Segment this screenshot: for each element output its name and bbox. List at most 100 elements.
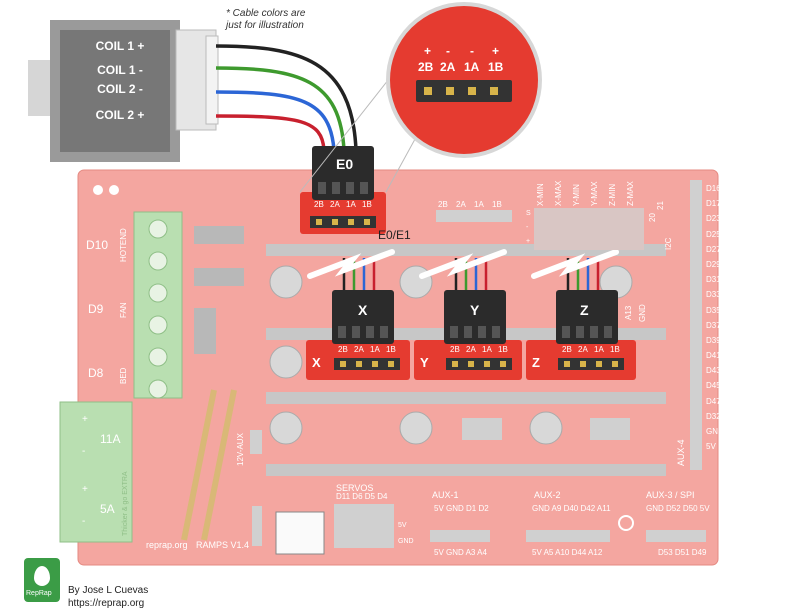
aux2-bottom: 5V A5 A10 D44 A12: [532, 548, 603, 557]
aux4-pin-d32: D32: [706, 411, 721, 421]
cable-note-line1: * Cable colors are: [226, 8, 306, 19]
aux2-top: GND A9 D40 D42 A11: [532, 504, 611, 513]
e0-pin-2a: 2A: [330, 200, 340, 209]
driver-e0-label: E0: [336, 156, 354, 172]
d9-label: D9: [88, 302, 104, 316]
aux3-top: GND D52 D50 5V: [646, 504, 710, 513]
credit-url[interactable]: https://reprap.org: [68, 598, 145, 609]
hotend-label: HOTEND: [119, 228, 128, 262]
aux-12v-label: 12V-AUX: [236, 433, 245, 466]
aux4-pin-5v: 5V: [706, 442, 716, 452]
power-terminal-block: [133, 211, 183, 399]
aux4-pin-d17: D17: [706, 199, 721, 209]
driver-y-label: Y: [470, 302, 480, 318]
aux1-top: 5V GND D1 D2: [434, 504, 489, 513]
aux1-bottom: 5V GND A3 A4: [434, 548, 487, 557]
endstop-x-max: X-MAX: [554, 180, 563, 206]
aux4-pin-d29: D29: [706, 259, 721, 269]
x-pin-1b: 1B: [386, 345, 396, 354]
aux4-pin-d25: D25: [706, 229, 721, 239]
aux2-title: AUX-2: [534, 490, 561, 500]
coil-1-plus: COIL 1 +: [95, 39, 145, 53]
endstop-plus: +: [526, 238, 531, 245]
stepper-motor: [28, 20, 219, 162]
y-pin-1a: 1A: [482, 345, 492, 354]
aux4-pin-d47: D47: [706, 396, 721, 406]
e1-pin-1a: 1A: [474, 200, 484, 209]
servos-title: SERVOS: [336, 483, 374, 493]
input-terminal-block: [59, 401, 133, 543]
coil-2-plus: COIL 2 +: [95, 108, 145, 122]
aux4-pin-d39: D39: [706, 335, 721, 345]
zoom-sign-2: -: [446, 44, 450, 58]
reprap-logo-text: RepRap: [26, 590, 52, 597]
extra-note: Thicker & go EXTRA: [122, 471, 129, 536]
aux4-pin-d23: D23: [706, 214, 721, 224]
y-zone-letter: Y: [420, 355, 429, 370]
amp5-minus: -: [82, 516, 86, 527]
cable-note: * Cable colors are just for illustration: [226, 8, 305, 32]
x-pin-1a: 1A: [370, 345, 380, 354]
aux4-pin-d43: D43: [706, 366, 721, 376]
z-zone-letter: Z: [532, 355, 540, 370]
aux4-pin-d27: D27: [706, 244, 721, 254]
gear-icon: [618, 515, 634, 531]
driver-z-label: Z: [580, 302, 589, 318]
aux4-pin-d35: D35: [706, 305, 721, 315]
fan-label: FAN: [119, 302, 128, 318]
cable-note-line2: just for illustration: [226, 20, 304, 31]
driver-modules: [312, 146, 618, 344]
credit-author: By Jose L Cuevas: [68, 585, 149, 596]
board-version: RAMPS V1.4: [196, 540, 250, 550]
amp11-minus: -: [82, 446, 86, 457]
gnd-small-label: GND: [638, 304, 647, 322]
zoom-sign-4: +: [492, 44, 500, 58]
aux4-pin-d41: D41: [706, 351, 721, 361]
x-pin-2a: 2A: [354, 345, 364, 354]
amp5-label: 5A: [100, 502, 115, 516]
motor-cables: [215, 44, 358, 151]
bed-label: BED: [119, 367, 128, 384]
aux4-pin-d37: D37: [706, 320, 721, 330]
zoom-pin-1a: 1A: [464, 60, 480, 74]
a13-label: A13: [624, 305, 633, 320]
zoom-sign-3: -: [470, 44, 474, 58]
amp11-plus: +: [82, 414, 88, 425]
driver-x-label: X: [358, 302, 368, 318]
aux1-title: AUX-1: [432, 490, 459, 500]
servos-gnd: GND: [398, 538, 414, 545]
z-pin-2a: 2A: [578, 345, 588, 354]
endstop-y-min: Y-MIN: [572, 184, 581, 206]
x-zone-letter: X: [312, 355, 321, 370]
z-pin-1a: 1A: [594, 345, 604, 354]
servos-5v: 5V: [398, 522, 407, 529]
zoom-pin-2b: 2B: [418, 60, 434, 74]
endstop-minus: -: [526, 224, 529, 231]
aux3-title: AUX-3 / SPI: [646, 490, 695, 500]
z-pin-1b: 1B: [610, 345, 620, 354]
aux3-bottom: D53 D51 D49: [658, 548, 707, 557]
e0-pin-2b: 2B: [314, 200, 324, 209]
aux4-pin-d31: D31: [706, 275, 721, 285]
y-pin-2a: 2A: [466, 345, 476, 354]
endstop-s: S: [526, 210, 531, 217]
endstop-z-max: Z-MAX: [626, 181, 635, 206]
aux4-pin-gnd: GND: [706, 427, 724, 436]
endstop-header: [534, 208, 644, 250]
zoom-sign-1: +: [424, 44, 432, 58]
e0e1-label: E0/E1: [378, 228, 411, 242]
aux4-label: AUX-4: [676, 439, 686, 466]
pin-20: 20: [648, 213, 657, 222]
i2c-label: I2C: [664, 237, 673, 250]
z-pin-2b: 2B: [562, 345, 572, 354]
aux4-pin-d45: D45: [706, 381, 721, 391]
endstop-y-max: Y-MAX: [590, 181, 599, 206]
d8-label: D8: [88, 366, 104, 380]
x-pin-2b: 2B: [338, 345, 348, 354]
zoom-pin-1b: 1B: [488, 60, 504, 74]
e1-pin-2b: 2B: [438, 200, 448, 209]
servos-pins: D11 D6 D5 D4: [336, 492, 388, 501]
amp5-plus: +: [82, 484, 88, 495]
e1-pin-2a: 2A: [456, 200, 466, 209]
endstop-z-min: Z-MIN: [608, 183, 617, 206]
